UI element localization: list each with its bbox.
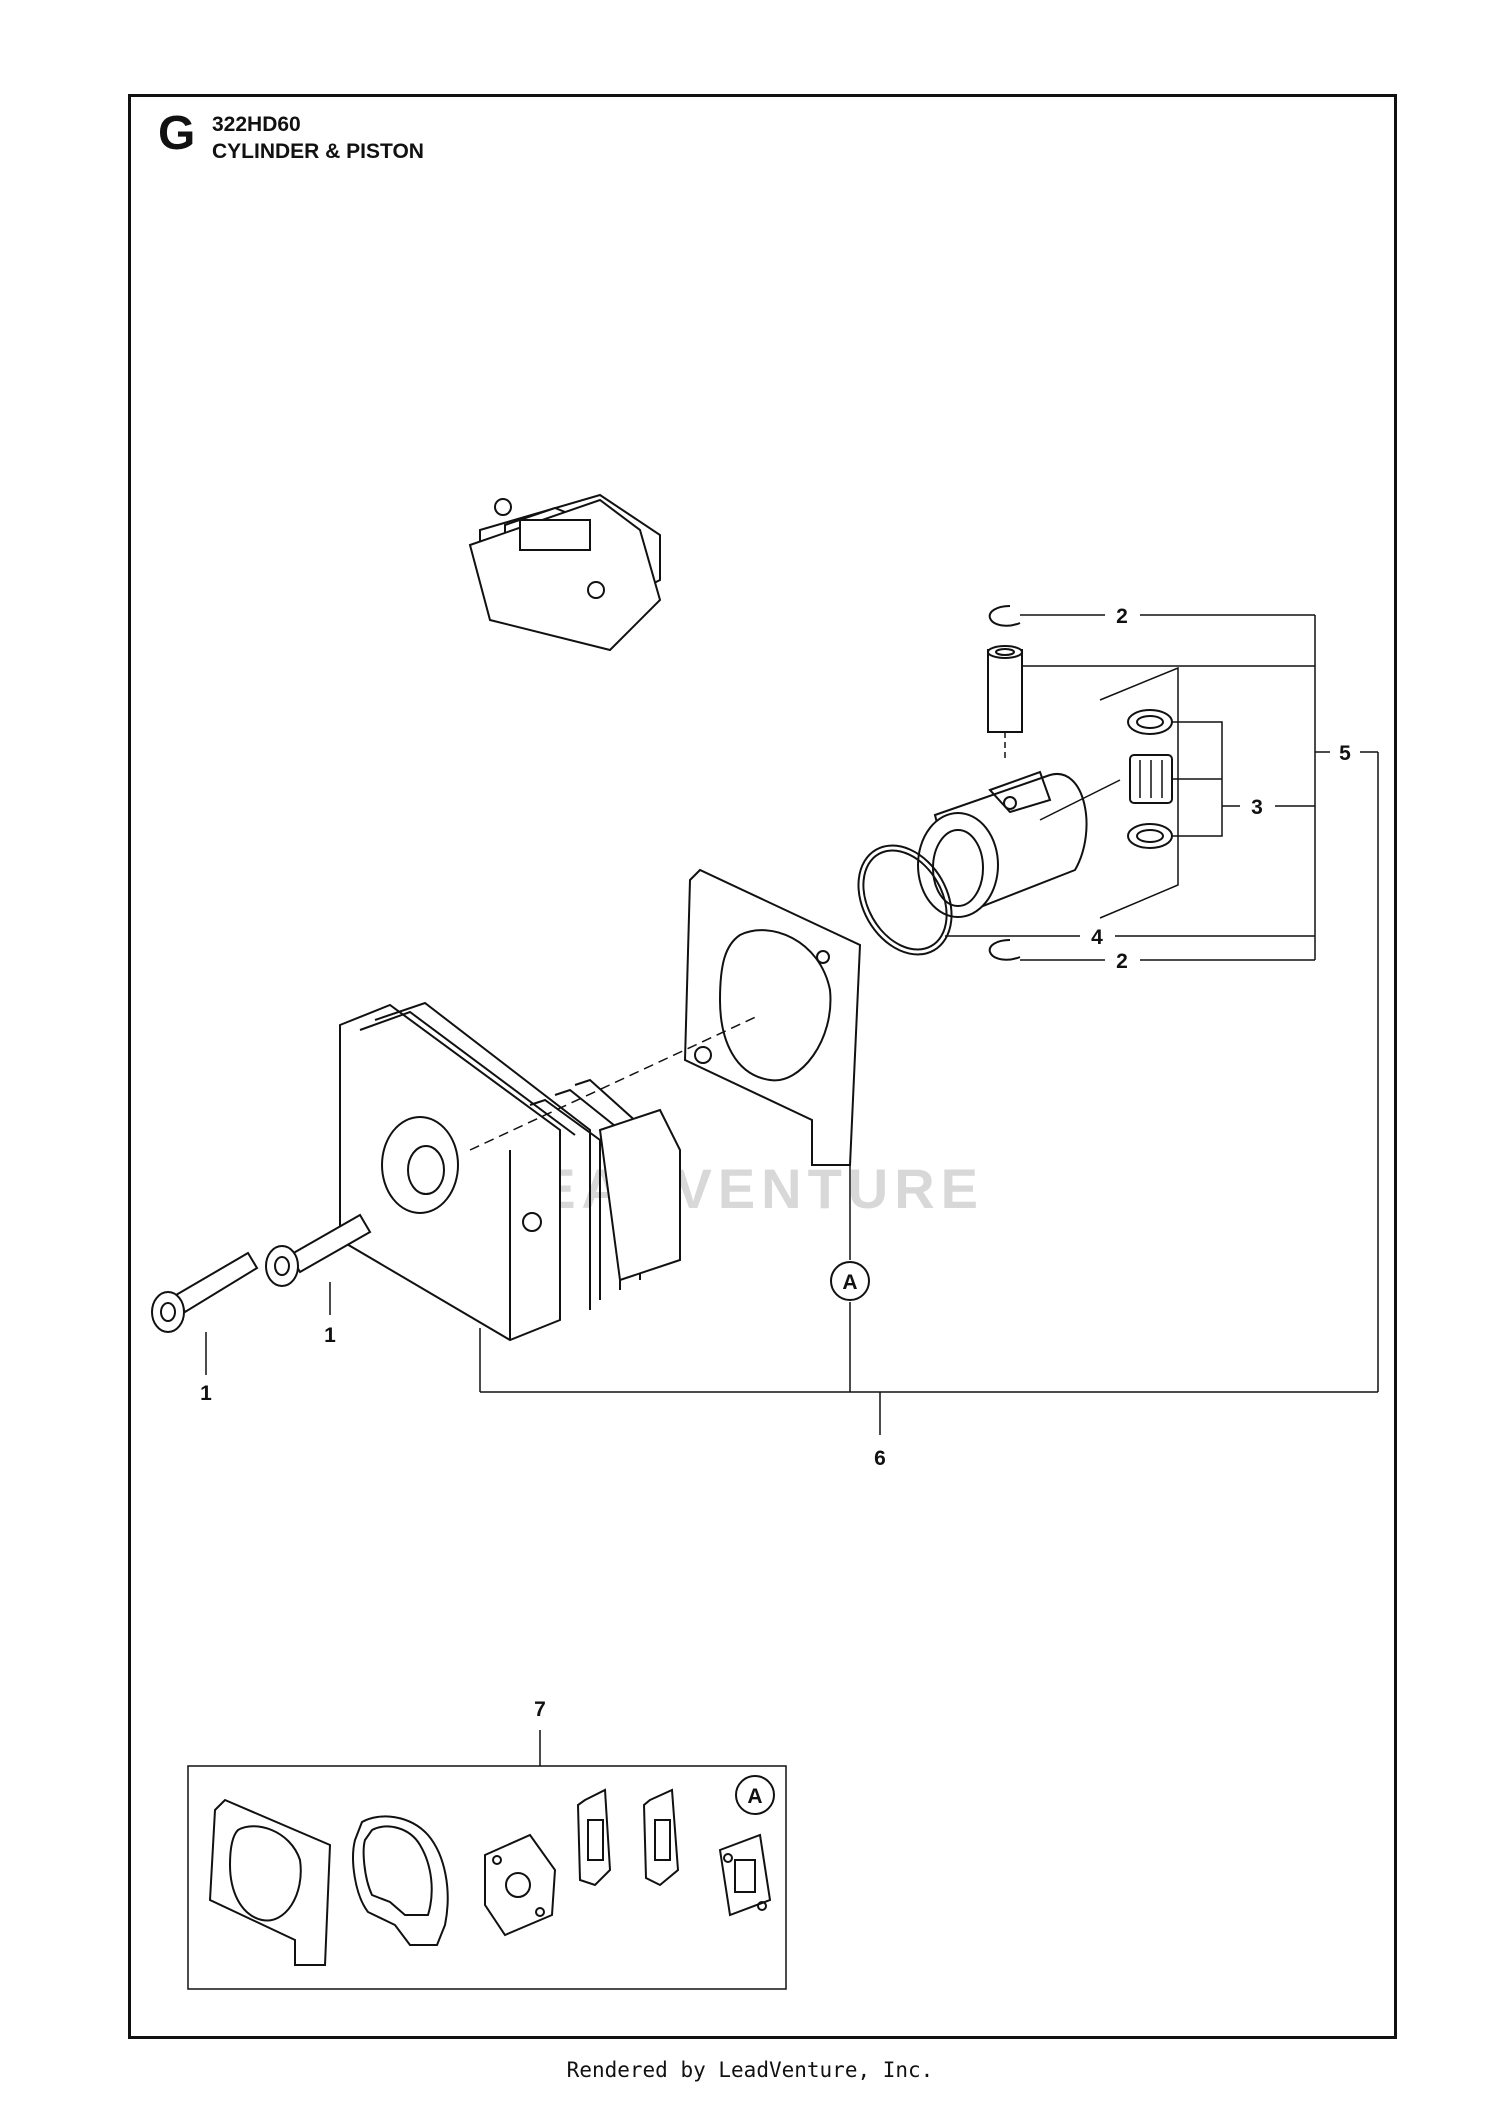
gasket-kit[interactable] (187, 1765, 787, 1990)
ref-marker-a-kit: A (735, 1775, 775, 1815)
cylinder-gasket[interactable] (683, 868, 862, 1166)
piston-ring[interactable] (840, 829, 971, 971)
diagram-title: CYLINDER & PISTON (212, 140, 424, 163)
kit-muffler-gasket-1[interactable] (576, 1788, 612, 1887)
cylinder-bolt-1[interactable] (151, 1251, 259, 1333)
cylinder-top[interactable] (468, 498, 662, 652)
ref-marker-a-main: A (830, 1261, 870, 1301)
kit-crankcase-gasket[interactable] (352, 1815, 449, 1946)
diagram-frame (128, 94, 1397, 2039)
footer-credit: Rendered by LeadVenture, Inc. (566, 2058, 934, 2082)
callout-4[interactable]: 4 (1091, 926, 1103, 949)
svg-text:A: A (842, 1271, 857, 1294)
leader-lines (205, 614, 1379, 1766)
section-letter: G (158, 107, 196, 160)
piston-pin[interactable] (987, 645, 1023, 760)
callout-2-bottom[interactable]: 2 (1116, 950, 1128, 973)
callout-7[interactable]: 7 (534, 1698, 546, 1721)
callout-1-bolt-a[interactable]: 1 (200, 1382, 212, 1405)
watermark: LEADVENTURE (498, 1157, 984, 1220)
kit-muffler-gasket-2[interactable] (642, 1788, 680, 1887)
callout-5[interactable]: 5 (1339, 742, 1351, 765)
callout-3[interactable]: 3 (1251, 796, 1263, 819)
kit-cylinder-gasket[interactable] (208, 1798, 332, 1966)
kit-intake-gasket[interactable] (484, 1833, 557, 1937)
cylinder-bolt-2[interactable] (265, 1213, 372, 1287)
kit-carb-gasket[interactable] (718, 1833, 772, 1917)
model-number: 322HD60 (212, 113, 301, 136)
callout-1-bolt-b[interactable]: 1 (324, 1324, 336, 1347)
callout-2-top[interactable]: 2 (1116, 605, 1128, 628)
piston[interactable] (917, 770, 1121, 918)
circlip-top[interactable] (988, 605, 1021, 627)
circlip-bottom[interactable] (988, 939, 1021, 961)
svg-text:A: A (747, 1785, 762, 1808)
needle-bearing-group[interactable] (1099, 666, 1179, 919)
callout-6[interactable]: 6 (874, 1447, 886, 1470)
